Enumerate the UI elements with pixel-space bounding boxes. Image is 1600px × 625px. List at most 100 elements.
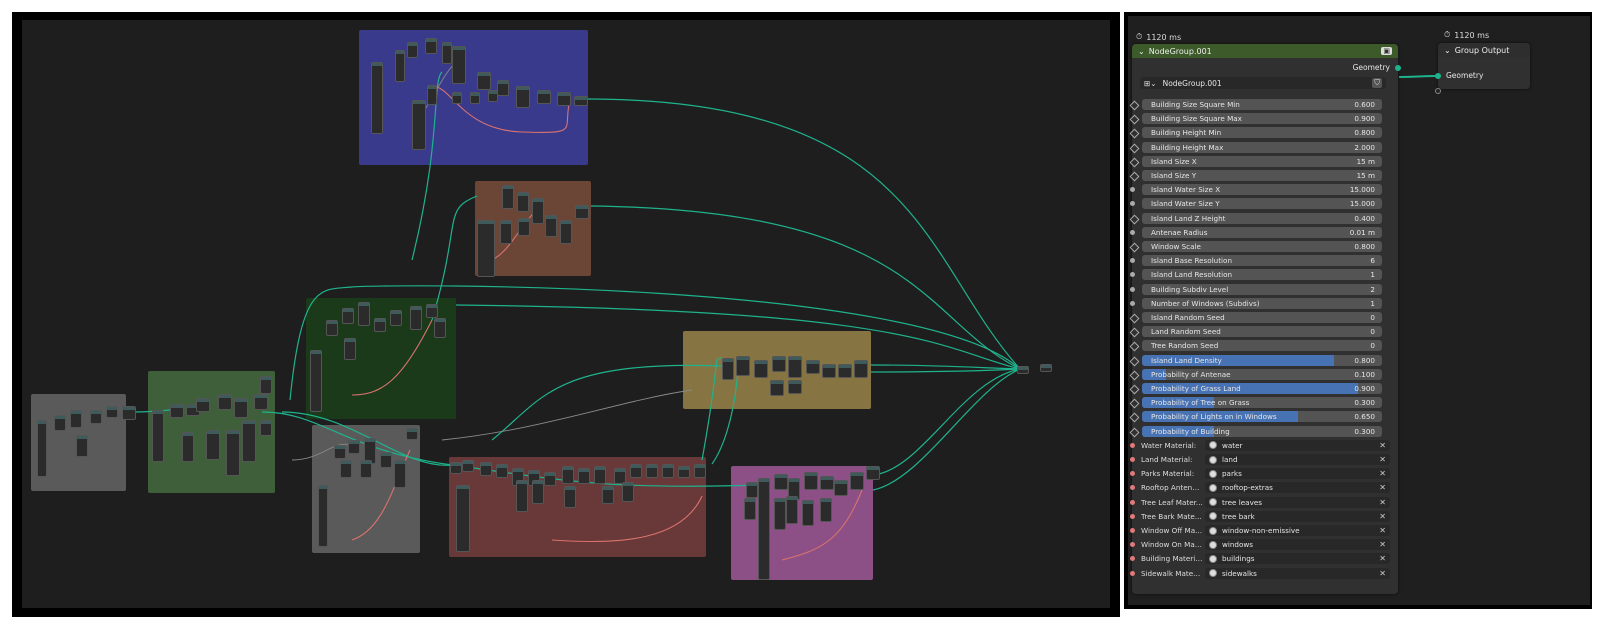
node-thumbnail[interactable] — [770, 380, 784, 396]
node-thumbnail[interactable] — [518, 218, 530, 236]
node-thumbnail[interactable] — [678, 466, 690, 478]
node-thumbnail[interactable] — [242, 420, 256, 462]
node-editor-detail-canvas[interactable]: ⏱ 1120 ms ⌄ NodeGroup.001 ▣ Geometry ⊞⌄ … — [1128, 16, 1590, 605]
node-thumbnail[interactable] — [806, 360, 820, 374]
input-socket[interactable] — [1130, 201, 1135, 207]
node-thumbnail[interactable] — [340, 460, 352, 478]
node-thumbnail[interactable] — [545, 215, 557, 237]
material-selector[interactable]: window-non-emissive✕ — [1205, 525, 1390, 536]
node-thumbnail[interactable] — [406, 428, 418, 440]
clear-material-icon[interactable]: ✕ — [1379, 568, 1386, 578]
material-socket[interactable] — [1130, 457, 1135, 462]
node-thumbnail[interactable] — [452, 92, 462, 104]
material-selector[interactable]: land✕ — [1205, 454, 1390, 465]
node-thumbnail[interactable] — [560, 220, 572, 244]
node-thumbnail[interactable] — [786, 496, 798, 524]
material-selector[interactable]: water✕ — [1205, 439, 1390, 451]
node-thumbnail[interactable] — [557, 92, 571, 106]
clear-material-icon[interactable]: ✕ — [1379, 455, 1386, 464]
material-socket[interactable] — [1130, 442, 1135, 448]
material-socket[interactable] — [1130, 513, 1135, 519]
node-thumbnail[interactable] — [537, 90, 551, 104]
fake-user-shield-icon[interactable]: ⛉ — [1372, 78, 1382, 88]
node-thumbnail[interactable] — [758, 478, 770, 580]
clear-material-icon[interactable]: ✕ — [1379, 497, 1386, 507]
node-thumbnail[interactable] — [622, 482, 634, 502]
clear-material-icon[interactable]: ✕ — [1379, 526, 1386, 535]
node-thumbnail[interactable] — [788, 380, 802, 394]
input-socket[interactable] — [1129, 100, 1140, 111]
node-thumbnail[interactable] — [562, 466, 574, 484]
group-output-node[interactable]: ⌄ Group Output Geometry — [1435, 43, 1530, 94]
node-thumbnail[interactable] — [90, 410, 102, 424]
node-thumbnail[interactable] — [488, 90, 498, 102]
node-thumbnail[interactable] — [395, 50, 405, 82]
input-socket[interactable] — [1129, 398, 1140, 409]
input-socket[interactable] — [1130, 258, 1135, 264]
material-selector[interactable]: rooftop-extras✕ — [1205, 482, 1390, 494]
node-thumbnail[interactable] — [516, 480, 528, 512]
clear-material-icon[interactable]: ✕ — [1379, 483, 1386, 493]
node-thumbnail[interactable] — [122, 406, 136, 420]
material-selector[interactable]: parks✕ — [1205, 468, 1390, 480]
node-thumbnail[interactable] — [470, 92, 480, 104]
node-thumbnail[interactable] — [834, 480, 848, 496]
node-thumbnail[interactable] — [318, 485, 328, 547]
node-thumbnail[interactable] — [662, 464, 674, 478]
node-thumbnail[interactable] — [1017, 366, 1029, 374]
node-thumbnail[interactable] — [462, 460, 474, 472]
node-thumbnail[interactable] — [477, 72, 491, 90]
node-thumbnail[interactable] — [614, 468, 626, 484]
node-thumbnail[interactable] — [37, 420, 47, 477]
input-socket[interactable] — [1130, 272, 1135, 278]
input-socket[interactable] — [1129, 128, 1140, 139]
node-thumbnail[interactable] — [226, 430, 240, 476]
material-selector[interactable]: sidewalks✕ — [1205, 567, 1390, 579]
node-thumbnail[interactable] — [502, 185, 514, 209]
node-thumbnail[interactable] — [517, 192, 529, 212]
value-field[interactable]: Number of Windows (Subdivs)1 — [1142, 297, 1382, 309]
node-thumbnail[interactable] — [374, 318, 386, 332]
input-socket[interactable] — [1129, 384, 1140, 395]
node-thumbnail[interactable] — [371, 62, 383, 134]
node-thumbnail[interactable] — [358, 302, 370, 326]
node-thumbnail[interactable] — [772, 356, 786, 372]
input-socket[interactable] — [1130, 187, 1135, 193]
node-thumbnail[interactable] — [426, 304, 438, 318]
node-thumbnail[interactable] — [516, 86, 530, 108]
node-thumbnail[interactable] — [564, 486, 576, 508]
node-thumbnail[interactable] — [442, 42, 452, 64]
node-thumbnail[interactable] — [1040, 364, 1052, 372]
material-socket[interactable] — [1130, 542, 1135, 548]
node-thumbnail[interactable] — [434, 318, 446, 338]
input-socket[interactable] — [1130, 229, 1135, 235]
clear-material-icon[interactable]: ✕ — [1379, 469, 1386, 479]
node-thumbnail[interactable] — [182, 432, 194, 462]
node-thumbnail[interactable] — [480, 462, 492, 476]
geometry-output-socket[interactable] — [1395, 65, 1401, 71]
node-thumbnail[interactable] — [736, 356, 750, 376]
input-socket[interactable] — [1129, 157, 1140, 168]
node-thumbnail[interactable] — [694, 464, 706, 478]
clear-material-icon[interactable]: ✕ — [1379, 554, 1386, 564]
node-thumbnail[interactable] — [532, 198, 544, 224]
node-thumbnail[interactable] — [854, 360, 868, 378]
clear-material-icon[interactable]: ✕ — [1379, 540, 1386, 550]
input-socket[interactable] — [1129, 214, 1140, 225]
node-thumbnail[interactable] — [850, 472, 864, 490]
node-thumbnail[interactable] — [746, 482, 758, 498]
